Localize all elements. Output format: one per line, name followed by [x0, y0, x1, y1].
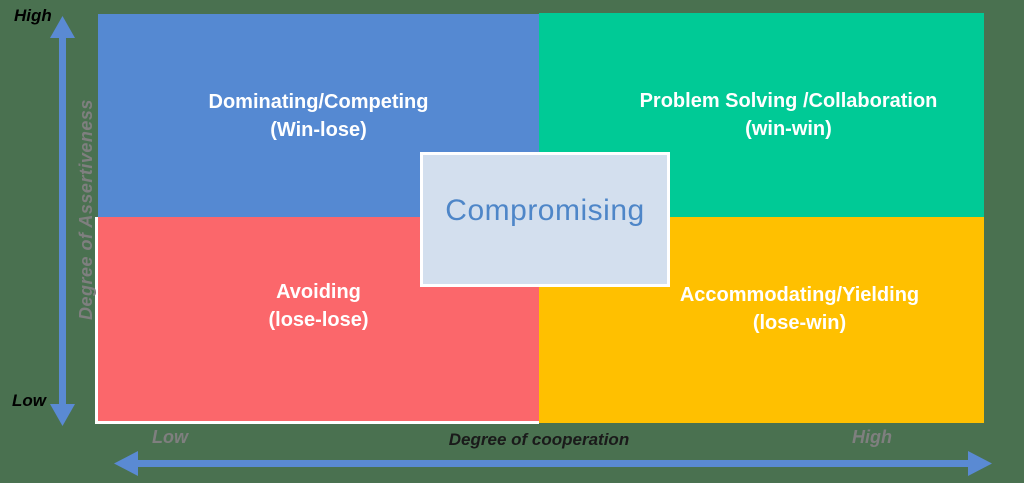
- y-axis-arrow-line: [59, 30, 66, 406]
- compromising-box: Compromising: [420, 152, 670, 287]
- y-axis-arrowhead-down-icon: [50, 404, 75, 426]
- quadrant-label-line2: (win-win): [745, 118, 832, 140]
- y-axis-title: Degree of Assertiveness: [76, 99, 96, 320]
- quadrant-label-line1: Avoiding: [276, 281, 361, 303]
- x-axis-title: Degree of cooperation: [448, 430, 630, 449]
- x-axis-high-label: High: [852, 427, 892, 447]
- x-axis-arrow-line: [132, 460, 970, 467]
- quadrant-label-line1: Problem Solving /Collaboration: [639, 90, 938, 112]
- y-axis-low-label: Low: [12, 391, 46, 410]
- quadrant-label-line1: Accommodating/Yielding: [679, 284, 920, 306]
- y-axis-high-label: High: [14, 6, 52, 25]
- quadrant-label-line1: Dominating/Competing: [208, 90, 429, 113]
- x-axis-low-label: Low: [152, 427, 188, 447]
- compromising-label: Compromising: [445, 193, 645, 227]
- quadrant-label-line2: (lose-lose): [268, 309, 369, 331]
- quadrant-dominating-competing: Dominating/Competing (Win-lose): [98, 14, 539, 217]
- quadrant-label-line2: (Win-lose): [270, 118, 367, 141]
- quadrant-label-line2: (lose-win): [752, 312, 847, 334]
- quadrant-problem-solving-collaboration: Problem Solving /Collaboration (win-win): [539, 13, 984, 217]
- x-axis-arrowhead-right-icon: [968, 451, 992, 476]
